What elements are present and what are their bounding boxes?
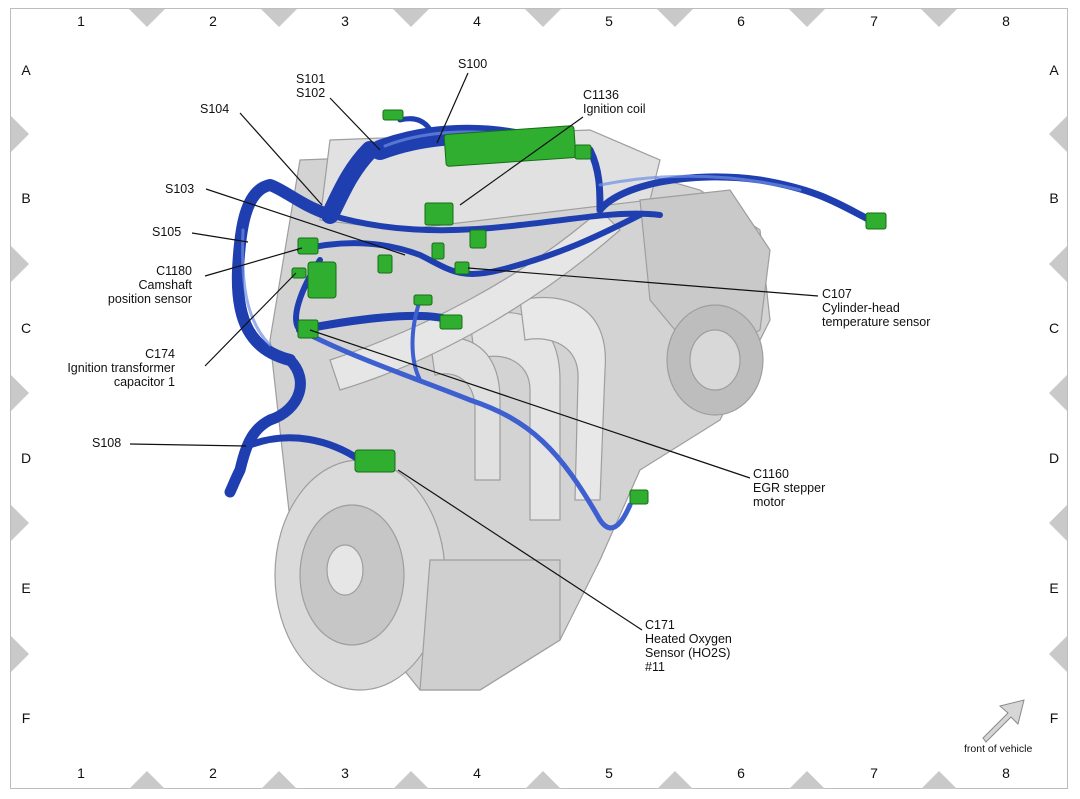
grid-label-5: 5 — [605, 765, 613, 781]
left-marker — [11, 375, 29, 411]
c1180-connector — [297, 237, 319, 255]
left-marker — [11, 246, 29, 282]
grid-label-b: B — [21, 190, 31, 206]
top-marker — [129, 9, 165, 27]
connectors — [291, 109, 887, 505]
grid-label-1: 1 — [77, 765, 85, 781]
left-marker — [11, 116, 29, 152]
top-marker — [261, 9, 297, 27]
label-s102: S102 — [296, 86, 326, 100]
bottom-marker — [525, 771, 561, 789]
right-marker — [1049, 246, 1067, 282]
grid-label-3: 3 — [341, 13, 349, 29]
label-c171: C171 Heated Oxygen Sensor (HO2S) #11 — [645, 618, 732, 674]
label-s104: S104 — [200, 102, 230, 116]
top-marker — [789, 9, 825, 27]
grid-label-b: B — [1049, 190, 1059, 206]
grid-label-e: E — [21, 580, 31, 596]
label-s105: S105 — [152, 225, 182, 239]
grid-label-c: C — [1048, 320, 1060, 336]
label-s101: S101 — [296, 72, 326, 86]
grid-label-8: 8 — [1002, 13, 1010, 29]
label-c174: C174 Ignition transformer capacitor 1 — [67, 347, 175, 389]
grid-label-2: 2 — [209, 765, 217, 781]
bottom-marker — [129, 771, 165, 789]
top-marker — [393, 9, 429, 27]
grid-label-3: 3 — [341, 765, 349, 781]
grid-label-8: 8 — [1002, 765, 1010, 781]
bottom-marker — [261, 771, 297, 789]
left-marker — [11, 636, 29, 672]
label-c1160: C1160 EGR stepper motor — [753, 467, 826, 509]
label-c107: C107 Cylinder-head temperature sensor — [822, 287, 931, 329]
grid-label-a: A — [1049, 62, 1059, 78]
label-c1180: C1180 Camshaft position sensor — [107, 264, 192, 306]
grid-label-4: 4 — [473, 13, 481, 29]
bottom-marker — [921, 771, 957, 789]
grid-label-f: F — [1049, 710, 1059, 726]
ignition-coil-connector — [443, 125, 577, 167]
label-s108: S108 — [92, 436, 122, 450]
grid-label-d: D — [20, 450, 32, 466]
leader-lines — [129, 72, 819, 631]
grid-label-7: 7 — [870, 13, 878, 29]
grid-label-e: E — [1049, 580, 1059, 596]
grid-label-6: 6 — [737, 765, 745, 781]
bottom-marker — [657, 771, 693, 789]
c171-connector — [354, 449, 396, 473]
right-marker — [1049, 116, 1067, 152]
left-marker — [11, 505, 29, 541]
grid-label-6: 6 — [737, 13, 745, 29]
c107-connector — [454, 261, 470, 275]
grid-label-a: A — [21, 62, 31, 78]
grid-label-2: 2 — [209, 13, 217, 29]
bottom-marker — [393, 771, 429, 789]
grid-label-7: 7 — [870, 765, 878, 781]
grid-label-d: D — [1048, 450, 1060, 466]
front-of-vehicle-label: front of vehicle — [964, 743, 1033, 755]
grid-label-5: 5 — [605, 13, 613, 29]
top-marker — [657, 9, 693, 27]
bottom-marker — [789, 771, 825, 789]
grid-label-1: 1 — [77, 13, 85, 29]
label-c1136: C1136 Ignition coil — [583, 88, 646, 116]
label-s103: S103 — [165, 182, 195, 196]
right-marker — [1049, 505, 1067, 541]
right-marker — [1049, 636, 1067, 672]
grid-label-4: 4 — [473, 765, 481, 781]
grid-label-f: F — [21, 710, 31, 726]
grid-label-c: C — [20, 320, 32, 336]
front-of-vehicle-arrow-icon — [982, 699, 1025, 743]
top-marker — [525, 9, 561, 27]
c174-connector — [291, 267, 307, 279]
engine-block — [269, 129, 771, 691]
border-markers — [11, 9, 1067, 789]
right-marker — [1049, 375, 1067, 411]
label-s100: S100 — [458, 57, 488, 71]
top-marker — [921, 9, 957, 27]
c1160-connector — [297, 319, 319, 339]
c1136-connector — [424, 202, 454, 226]
